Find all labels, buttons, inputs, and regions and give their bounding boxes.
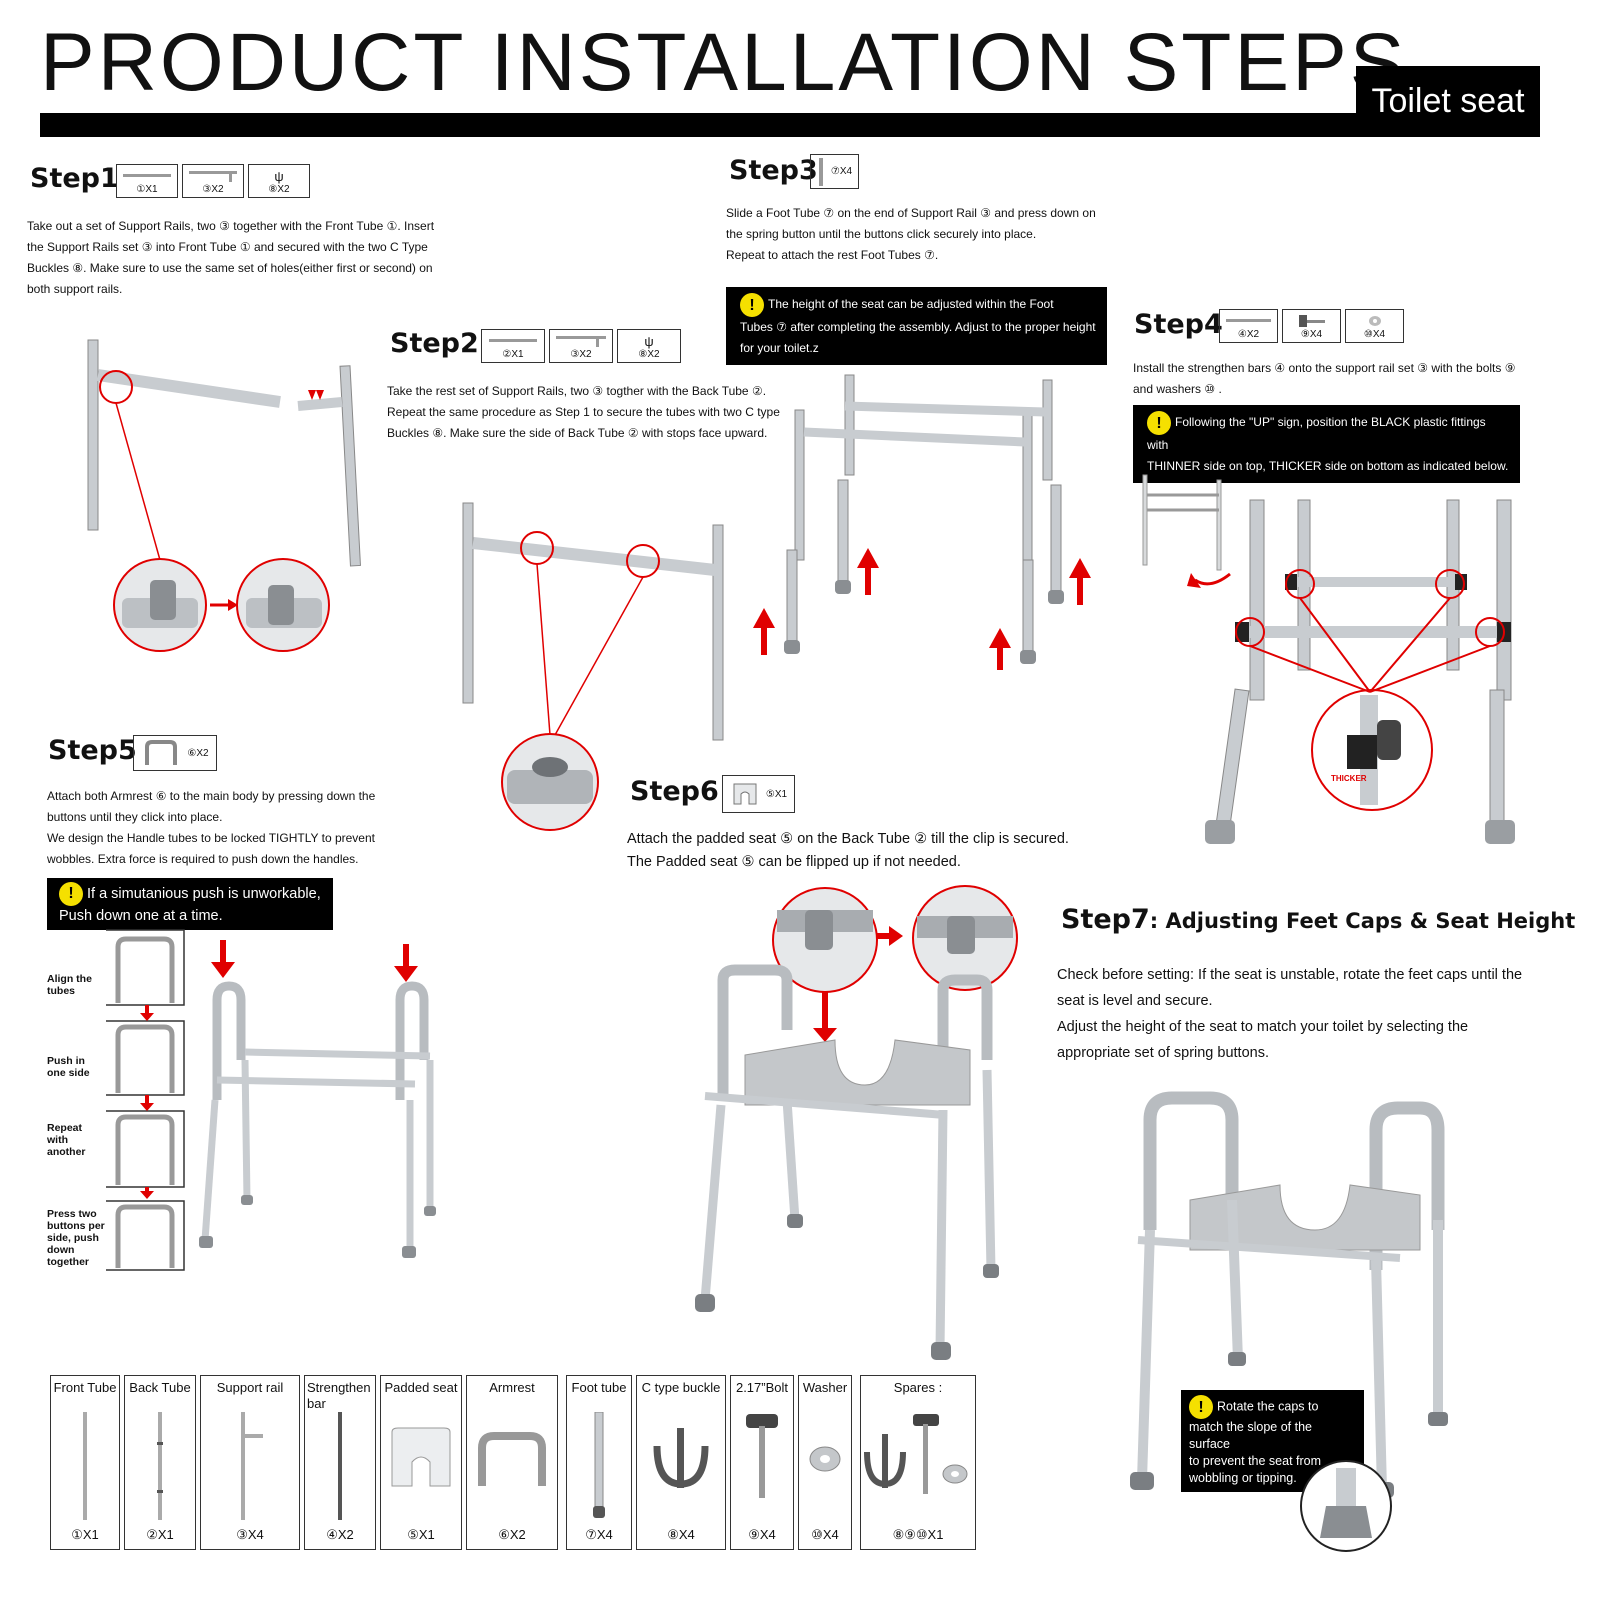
- foot-cap-callout: [1300, 1460, 1392, 1552]
- step1-part-support-rail: ③X2: [182, 164, 244, 198]
- step3-illustration: [753, 374, 1091, 670]
- part-back-tube: Back Tube ②X1: [124, 1375, 196, 1550]
- step4-part-washer: ⑩X4: [1345, 309, 1404, 343]
- step6-instructions: Attach the padded seat ⑤ on the Back Tub…: [627, 831, 1069, 870]
- part-padded-seat: Padded seat ⑤X1: [380, 1375, 462, 1550]
- thicker-label: THICKER: [1331, 774, 1367, 783]
- step3-heading: Step3: [729, 155, 818, 186]
- step1-illustration: [87, 339, 361, 652]
- category-badge: Toilet seat: [1356, 66, 1540, 137]
- step7-instructions: Check before setting: If the seat is uns…: [1057, 967, 1523, 1061]
- step7-heading: Step7: Adjusting Feet Caps & Seat Height: [1061, 904, 1576, 935]
- title-underline-bar: [40, 113, 1540, 137]
- step7-subheading: : Adjusting Feet Caps & Seat Height: [1149, 909, 1576, 933]
- step4-part-strengthen-bar: ④X2: [1219, 309, 1278, 343]
- step2-part-support-rail: ③X2: [549, 329, 613, 363]
- part-bolt: 2.17”Bolt ⑨X4: [730, 1375, 794, 1550]
- warning-icon: !: [59, 882, 83, 906]
- step4-part-bolt: ⑨X4: [1282, 309, 1341, 343]
- step5-heading: Step5: [48, 735, 137, 766]
- part-washer: Washer ⑩X4: [798, 1375, 852, 1550]
- part-c-type-buckle: C type buckle ⑧X4: [636, 1375, 726, 1550]
- down-arrow-icon: [211, 940, 418, 982]
- step3-note: !The height of the seat can be adjusted …: [726, 287, 1107, 365]
- substep-label-press: Press two buttons per side, push down to…: [47, 1208, 105, 1268]
- step4-instructions: Install the strengthen bars ④ onto the s…: [1133, 361, 1516, 396]
- step2-heading: Step2: [390, 328, 479, 359]
- substep-label-align: Align the tubes: [47, 973, 92, 997]
- up-arrow-icon: [753, 548, 1091, 670]
- step1-heading: Step1: [30, 163, 119, 194]
- warning-icon: !: [1147, 411, 1171, 435]
- part-front-tube: Front Tube ①X1: [50, 1375, 120, 1550]
- step1-part-c-buckle: ψ ⑧X2: [248, 164, 310, 198]
- step2-part-c-buckle: ψ ⑧X2: [617, 329, 681, 363]
- step2-part-back-tube: ②X1: [481, 329, 545, 363]
- step1-part-front-tube: ①X1: [116, 164, 178, 198]
- step5-part-armrest: ⑥X2: [133, 735, 217, 771]
- step7-illustration: [1130, 1091, 1448, 1498]
- step5-substeps-illustration: [106, 929, 185, 1271]
- step2-instructions: Take the rest set of Support Rails, two …: [387, 384, 780, 440]
- step1-instructions: Take out a set of Support Rails, two ③ t…: [27, 219, 435, 296]
- step2-illustration: [462, 502, 724, 831]
- step5-illustration: [199, 940, 436, 1258]
- step5-instructions: Attach both Armrest ⑥ to the main body b…: [47, 789, 376, 866]
- part-spares: Spares : ⑧⑨⑩X1: [860, 1375, 976, 1550]
- step4-note: !Following the "UP" sign, position the B…: [1133, 405, 1520, 483]
- step3-instructions: Slide a Foot Tube ⑦ on the end of Suppor…: [726, 206, 1096, 262]
- step6-illustration: [695, 885, 1018, 1360]
- step5-note: !If a simutanious push is unworkable, Pu…: [47, 878, 333, 930]
- step3-part-foot-tube: ⑦X4: [810, 154, 859, 189]
- substep-label-push: Push in one side: [47, 1055, 90, 1079]
- page-title: PRODUCT INSTALLATION STEPS: [40, 17, 1408, 108]
- part-strengthen-bar: Strengthen bar ④X2: [304, 1375, 376, 1550]
- step6-part-padded-seat: ⑤X1: [722, 775, 795, 813]
- warning-icon: !: [740, 293, 764, 317]
- rotate-arrow-icon: [1194, 572, 1231, 586]
- right-arrow-icon: [228, 599, 238, 611]
- step4-heading: Step4: [1134, 309, 1223, 340]
- step6-heading: Step6: [630, 776, 719, 807]
- substep-label-repeat: Repeat with another: [47, 1122, 86, 1158]
- step4-illustration: THICKER: [1142, 474, 1515, 844]
- warning-icon: !: [1189, 1395, 1213, 1419]
- part-foot-tube: Foot tube ⑦X4: [566, 1375, 632, 1550]
- part-armrest: Armrest ⑥X2: [466, 1375, 558, 1550]
- part-support-rail: Support rail ③X4: [200, 1375, 300, 1550]
